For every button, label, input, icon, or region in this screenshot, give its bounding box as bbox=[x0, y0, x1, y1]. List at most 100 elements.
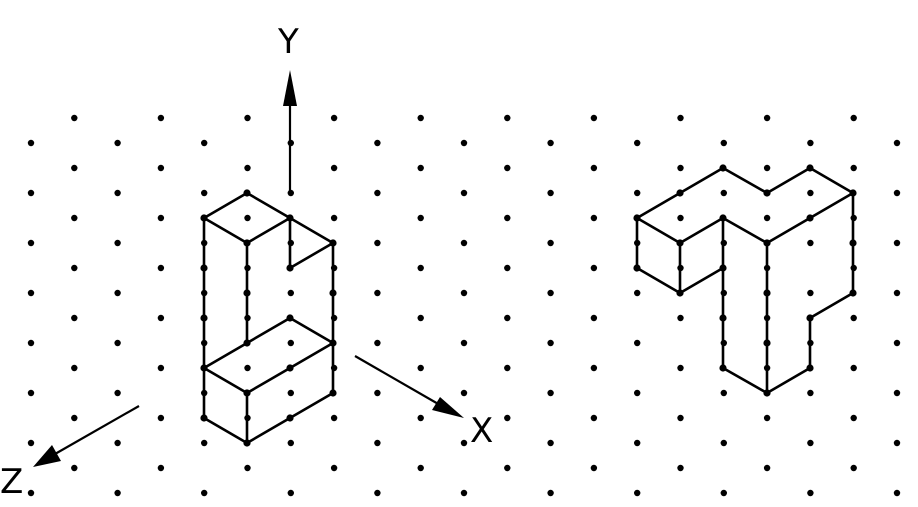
right-isometric-shape bbox=[633, 164, 857, 397]
grid-dot bbox=[634, 289, 641, 297]
grid-dot bbox=[893, 289, 901, 297]
y-axis-label: Y bbox=[277, 22, 299, 62]
grid-dot bbox=[590, 114, 598, 122]
grid-dot bbox=[330, 214, 338, 222]
grid-dot bbox=[27, 289, 35, 297]
grid-dot bbox=[287, 339, 294, 347]
grid-dot bbox=[157, 464, 165, 472]
grid-dot bbox=[330, 164, 338, 172]
grid-dot bbox=[763, 414, 771, 422]
grid-dot bbox=[374, 139, 381, 147]
grid-dot bbox=[547, 139, 554, 147]
y-axis-arrowhead bbox=[283, 70, 297, 106]
grid-dot bbox=[850, 464, 857, 472]
grid-dot bbox=[460, 439, 468, 447]
grid-dot bbox=[547, 189, 554, 197]
left-shape-vertex bbox=[286, 364, 294, 372]
right-shape-vertex bbox=[763, 339, 771, 347]
grid-dot bbox=[807, 439, 814, 447]
grid-dot bbox=[590, 264, 598, 272]
grid-dot bbox=[374, 189, 381, 197]
grid-dot bbox=[27, 439, 35, 447]
grid-dot bbox=[201, 439, 208, 447]
right-shape-vertex bbox=[676, 239, 684, 247]
left-isometric-shape bbox=[200, 189, 337, 447]
right-shape-vertex bbox=[849, 239, 857, 247]
grid-dot bbox=[590, 314, 598, 322]
grid-dot bbox=[71, 464, 78, 472]
left-shape-vertex bbox=[243, 339, 251, 347]
left-shape-vertex bbox=[329, 339, 337, 347]
right-shape-vertex bbox=[806, 364, 814, 372]
grid-dot bbox=[634, 139, 641, 147]
grid-dot bbox=[634, 489, 641, 497]
grid-dot bbox=[720, 189, 727, 197]
left-shape-vertex bbox=[243, 389, 251, 397]
grid-dot bbox=[114, 339, 121, 347]
grid-dot bbox=[71, 214, 78, 222]
grid-dot bbox=[417, 314, 424, 322]
grid-dot bbox=[590, 414, 598, 422]
grid-dot bbox=[27, 189, 35, 197]
right-shape-vertex bbox=[719, 264, 727, 272]
grid-dot bbox=[114, 389, 121, 397]
left-shape-vertex bbox=[286, 214, 294, 222]
grid-dot bbox=[374, 289, 381, 297]
grid-dot bbox=[201, 489, 208, 497]
grid-dot bbox=[893, 339, 901, 347]
right-shape-vertex bbox=[806, 314, 814, 322]
grid-dot bbox=[244, 114, 251, 122]
left-shape-vertex bbox=[329, 239, 337, 247]
grid-dot bbox=[504, 314, 511, 322]
grid-dot bbox=[460, 139, 468, 147]
right-shape-vertex bbox=[719, 314, 727, 322]
grid-dot bbox=[244, 364, 251, 372]
grid-dot bbox=[27, 139, 35, 147]
left-shape-vertex bbox=[243, 239, 251, 247]
grid-dot bbox=[27, 489, 35, 497]
grid-dot bbox=[114, 139, 121, 147]
grid-dot bbox=[114, 189, 121, 197]
grid-dot bbox=[763, 214, 771, 222]
grid-dot bbox=[893, 489, 901, 497]
grid-dot bbox=[374, 489, 381, 497]
grid-dot bbox=[157, 114, 165, 122]
grid-dot bbox=[460, 389, 468, 397]
grid-dot bbox=[547, 339, 554, 347]
grid-dot bbox=[114, 289, 121, 297]
grid-dot bbox=[330, 464, 338, 472]
grid-dot bbox=[547, 439, 554, 447]
x-axis-line bbox=[354, 355, 441, 406]
grid-dot bbox=[417, 414, 424, 422]
right-shape-vertex bbox=[806, 214, 814, 222]
grid-dot bbox=[763, 464, 771, 472]
grid-dot bbox=[244, 164, 251, 172]
left-shape-vertex bbox=[286, 314, 294, 322]
right-shape-vertex bbox=[763, 189, 771, 197]
grid-dot bbox=[374, 339, 381, 347]
right-shape-vertex bbox=[763, 389, 771, 397]
grid-dot bbox=[460, 289, 468, 297]
grid-dot bbox=[677, 214, 684, 222]
left-shape-outline bbox=[202, 191, 335, 445]
left-shape-vertex bbox=[200, 414, 208, 422]
grid-dot bbox=[547, 289, 554, 297]
grid-dot bbox=[850, 414, 857, 422]
grid-dot bbox=[157, 414, 165, 422]
grid-dot bbox=[720, 439, 727, 447]
right-shape-vertex bbox=[763, 239, 771, 247]
right-shape-vertices bbox=[633, 164, 857, 397]
grid-dot bbox=[71, 164, 78, 172]
grid-dot bbox=[590, 364, 598, 372]
grid-dot bbox=[720, 389, 727, 397]
grid-dot bbox=[504, 164, 511, 172]
grid-dot bbox=[634, 339, 641, 347]
right-shape-vertex bbox=[849, 189, 857, 197]
grid-dot bbox=[287, 439, 294, 447]
grid-dot bbox=[850, 164, 857, 172]
grid-dot bbox=[547, 489, 554, 497]
grid-dot bbox=[720, 139, 727, 147]
grid-dot bbox=[634, 189, 641, 197]
grid-dot bbox=[71, 414, 78, 422]
right-shape-vertex bbox=[719, 164, 727, 172]
